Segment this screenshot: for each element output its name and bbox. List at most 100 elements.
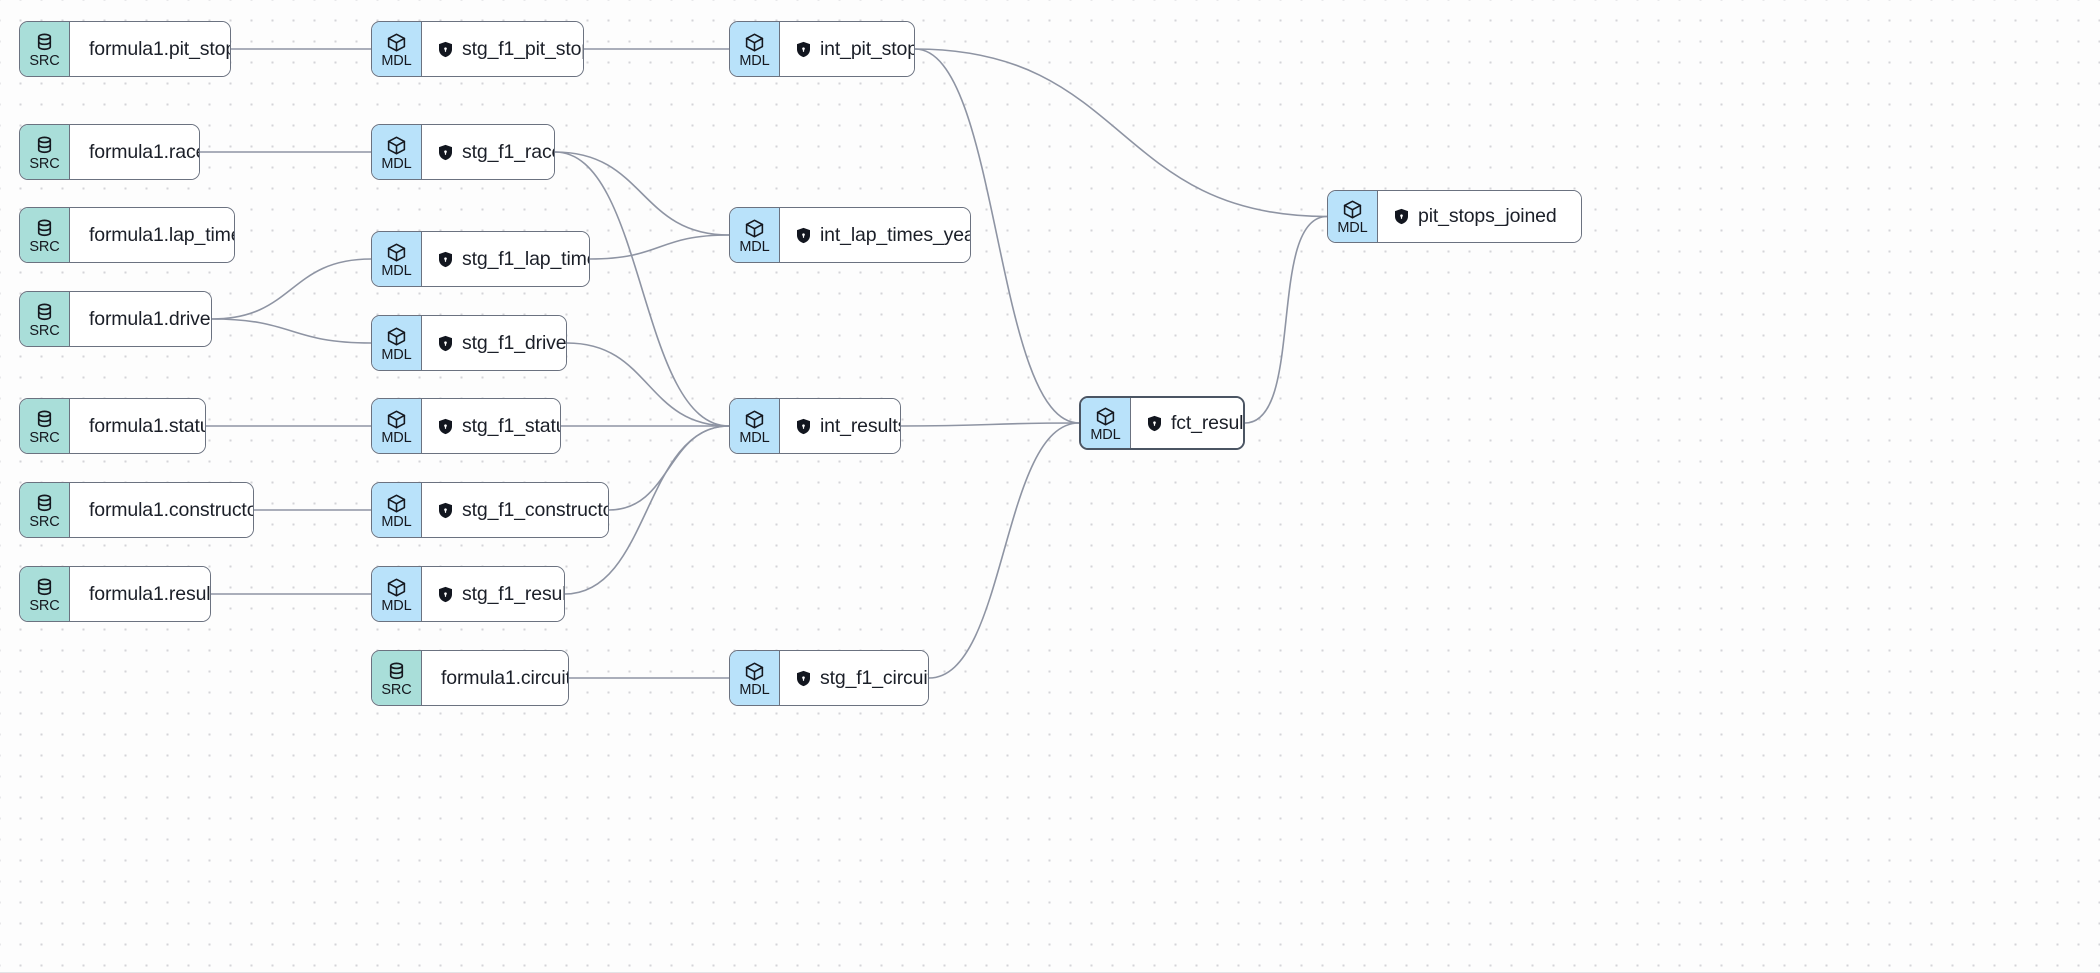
model-badge: MDL bbox=[730, 22, 780, 76]
badge-kind-label: MDL bbox=[381, 429, 412, 446]
node-body: formula1.drivers bbox=[70, 292, 211, 346]
node-label: stg_f1_pit_stops bbox=[462, 37, 583, 60]
shield-icon bbox=[796, 418, 811, 435]
node-fct_results[interactable]: MDL fct_results bbox=[1079, 396, 1245, 450]
badge-kind-label: MDL bbox=[739, 429, 770, 446]
model-badge: MDL bbox=[372, 567, 422, 621]
node-label: stg_f1_constructors bbox=[462, 498, 608, 521]
node-label: pit_stops_joined bbox=[1418, 205, 1557, 227]
shield-icon bbox=[438, 251, 453, 268]
badge-kind-label: SRC bbox=[29, 597, 60, 614]
node-body: stg_f1_pit_stops bbox=[422, 22, 583, 76]
node-label: int_pit_stops bbox=[820, 37, 914, 60]
shield-icon bbox=[438, 144, 453, 161]
node-int_results[interactable]: MDL int_results bbox=[729, 398, 901, 454]
cube-icon bbox=[744, 409, 765, 430]
node-stg_pit_stops[interactable]: MDL stg_f1_pit_stops bbox=[371, 21, 584, 77]
node-body: stg_f1_races bbox=[422, 125, 554, 179]
source-badge: SRC bbox=[20, 483, 70, 537]
shield-icon bbox=[796, 227, 811, 244]
model-badge: MDL bbox=[372, 125, 422, 179]
node-label: stg_f1_lap_times bbox=[462, 247, 589, 270]
node-pit_stops_joined[interactable]: MDL pit_stops_joined bbox=[1327, 190, 1582, 243]
model-badge: MDL bbox=[372, 316, 422, 370]
node-label: formula1.results bbox=[89, 582, 211, 605]
node-body: stg_f1_constructors bbox=[422, 483, 608, 537]
model-badge: MDL bbox=[730, 399, 780, 453]
node-src_results[interactable]: SRC formula1.results bbox=[19, 566, 211, 622]
node-label: stg_f1_status bbox=[462, 414, 560, 437]
node-body: stg_f1_drivers bbox=[422, 316, 566, 370]
cube-icon bbox=[744, 32, 765, 53]
node-int_pit_stops[interactable]: MDL int_pit_stops bbox=[729, 21, 915, 77]
node-label: stg_f1_results bbox=[462, 582, 565, 605]
database-icon bbox=[34, 218, 55, 239]
node-stg_drivers[interactable]: MDL stg_f1_drivers bbox=[371, 315, 567, 371]
model-badge: MDL bbox=[372, 22, 422, 76]
node-body: pit_stops_joined bbox=[1378, 191, 1581, 242]
node-src_circuits[interactable]: SRC formula1.circuits bbox=[371, 650, 569, 706]
node-body: formula1.pit_stops bbox=[70, 22, 230, 76]
badge-kind-label: SRC bbox=[29, 52, 60, 69]
node-body: formula1.status bbox=[70, 399, 205, 453]
model-badge: MDL bbox=[730, 651, 780, 705]
model-badge: MDL bbox=[1081, 398, 1131, 448]
badge-kind-label: SRC bbox=[381, 681, 412, 698]
database-icon bbox=[386, 661, 407, 682]
node-stg_results[interactable]: MDL stg_f1_results bbox=[371, 566, 565, 622]
node-src_constructors[interactable]: SRC formula1.constructors bbox=[19, 482, 254, 538]
badge-kind-label: MDL bbox=[381, 597, 412, 614]
model-badge: MDL bbox=[730, 208, 780, 262]
source-badge: SRC bbox=[20, 208, 70, 262]
node-body: stg_f1_results bbox=[422, 567, 564, 621]
badge-kind-label: SRC bbox=[29, 429, 60, 446]
edge-int_pit_stops-to-pit_stops_joined bbox=[914, 48, 1328, 218]
badge-kind-label: MDL bbox=[381, 346, 412, 363]
shield-icon bbox=[796, 41, 811, 58]
badge-kind-label: MDL bbox=[1337, 220, 1368, 236]
node-body: formula1.circuits bbox=[422, 651, 568, 705]
badge-kind-label: SRC bbox=[29, 513, 60, 530]
node-label: formula1.pit_stops bbox=[89, 37, 231, 60]
badge-kind-label: MDL bbox=[739, 681, 770, 698]
model-badge: MDL bbox=[372, 483, 422, 537]
node-src_pit_stops[interactable]: SRC formula1.pit_stops bbox=[19, 21, 231, 77]
node-stg_status[interactable]: MDL stg_f1_status bbox=[371, 398, 561, 454]
cube-icon bbox=[386, 409, 407, 430]
node-label: formula1.circuits bbox=[441, 666, 569, 689]
shield-icon bbox=[438, 418, 453, 435]
cube-icon bbox=[386, 135, 407, 156]
cube-icon bbox=[744, 661, 765, 682]
shield-icon bbox=[438, 335, 453, 352]
node-label: stg_f1_drivers bbox=[462, 331, 567, 354]
node-stg_constructors[interactable]: MDL stg_f1_constructors bbox=[371, 482, 609, 538]
cube-icon bbox=[386, 242, 407, 263]
edge-fct_results-to-pit_stops_joined bbox=[1244, 215, 1328, 424]
model-badge: MDL bbox=[1328, 191, 1378, 242]
source-badge: SRC bbox=[20, 567, 70, 621]
node-body: int_lap_times_years bbox=[780, 208, 970, 262]
node-body: formula1.lap_times bbox=[70, 208, 234, 262]
database-icon bbox=[34, 32, 55, 53]
badge-kind-label: MDL bbox=[739, 52, 770, 69]
node-stg_circuits[interactable]: MDL stg_f1_circuits bbox=[729, 650, 929, 706]
node-body: int_results bbox=[780, 399, 900, 453]
node-label: stg_f1_circuits bbox=[820, 666, 928, 689]
node-label: fct_results bbox=[1171, 411, 1244, 434]
node-stg_lap_times[interactable]: MDL stg_f1_lap_times bbox=[371, 231, 590, 287]
cube-icon bbox=[744, 218, 765, 239]
database-icon bbox=[34, 577, 55, 598]
shield-icon bbox=[796, 670, 811, 687]
node-src_status[interactable]: SRC formula1.status bbox=[19, 398, 206, 454]
edge-stg_lap_times-to-int_lap_times_years bbox=[589, 234, 730, 260]
node-body: formula1.constructors bbox=[70, 483, 253, 537]
badge-kind-label: MDL bbox=[381, 262, 412, 279]
source-badge: SRC bbox=[20, 399, 70, 453]
shield-icon bbox=[1147, 415, 1162, 432]
